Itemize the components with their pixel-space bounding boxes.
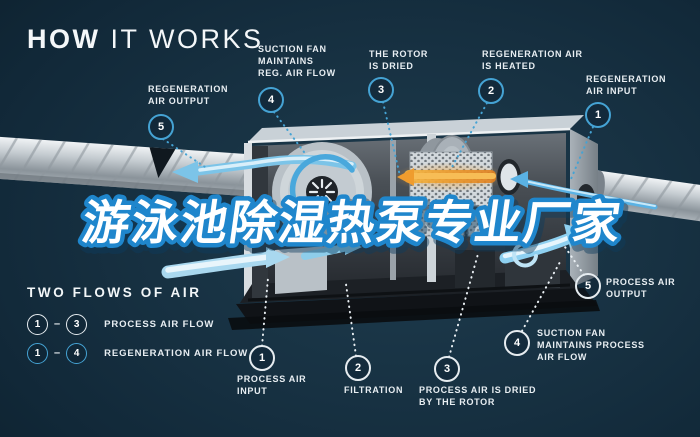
badge-regeneration-5: 5 — [148, 114, 174, 140]
title-bold-part: HOW — [27, 24, 101, 54]
badge-number: 1 — [594, 109, 602, 121]
legend-circle-to: 4 — [66, 342, 88, 364]
badge-process-5: 5 — [575, 273, 601, 299]
badge-process-1: 1 — [249, 345, 275, 371]
legend-circle-to: 3 — [66, 313, 88, 335]
machine-base — [228, 283, 600, 330]
callout-label-regeneration-air-input: REGENERATION AIR INPUT — [586, 74, 667, 96]
legend-row-process: 1 – 3 PROCESS AIR FLOW — [27, 313, 248, 335]
legend-two-flows-of-air: TWO FLOWS OF AIR 1 – 3 PROCESS AIR FLOW … — [27, 285, 248, 372]
title-light-part: IT WORKS — [100, 24, 264, 54]
legend-label-process-air-flow: PROCESS AIR FLOW — [104, 318, 215, 330]
callout-label-process-air-input: PROCESS AIR INPUT — [237, 374, 307, 396]
badge-number: 5 — [584, 280, 592, 292]
badge-number: 1 — [258, 352, 266, 364]
badge-number: 3 — [443, 363, 451, 375]
badge-process-2: 2 — [345, 355, 371, 381]
badge-process-4: 4 — [504, 330, 530, 356]
callout-label-filtration: FILTRATION — [344, 385, 404, 395]
legend-separator: – — [54, 347, 61, 359]
badge-number: 4 — [513, 337, 521, 349]
page-title: HOW IT WORKS — [27, 24, 264, 55]
badge-number: 2 — [487, 85, 495, 97]
badge-regeneration-4: 4 — [258, 87, 284, 113]
legend-heading: TWO FLOWS OF AIR — [27, 285, 202, 300]
badge-number: 3 — [377, 84, 385, 96]
heater-section — [392, 162, 508, 192]
badge-regeneration-3: 3 — [368, 77, 394, 103]
badge-number: 2 — [354, 362, 362, 374]
legend-circle-from: 1 — [27, 342, 48, 364]
legend-row-regeneration: 1 – 4 REGENERATION AIR FLOW — [27, 342, 249, 364]
badge-regeneration-1: 1 — [585, 102, 611, 128]
legend-separator: – — [54, 318, 61, 330]
callout-label-rotor-is-dried: THE ROTOR IS DRIED — [369, 49, 429, 71]
callout-label-suction-fan-reg: SUCTION FAN MAINTAINS REG. AIR FLOW — [258, 44, 336, 78]
process-leader-lines — [261, 246, 585, 358]
regeneration-flow-arrows — [172, 154, 658, 226]
badge-process-3: 3 — [434, 356, 460, 382]
callout-label-process-air-output: PROCESS AIR OUTPUT — [606, 277, 676, 299]
legend-circle-from: 1 — [27, 313, 48, 335]
badge-regeneration-2: 2 — [478, 78, 504, 104]
process-flow-arrows — [161, 224, 592, 279]
regeneration-leader-lines — [162, 101, 594, 180]
callout-label-regeneration-air-heated: REGENERATION AIR IS HEATED — [482, 49, 583, 71]
left-regeneration-output-duct — [0, 136, 256, 197]
callout-label-suction-fan-process: SUCTION FAN MAINTAINS PROCESS AIR FLOW — [537, 328, 645, 362]
callout-label-regeneration-air-output: REGENERATION AIR OUTPUT — [148, 84, 229, 106]
legend-label-regeneration-air-flow: REGENERATION AIR FLOW — [104, 347, 249, 359]
badge-number: 5 — [157, 121, 165, 133]
badge-number: 4 — [267, 94, 275, 106]
callout-label-process-air-dried: PROCESS AIR IS DRIED BY THE ROTOR — [419, 385, 537, 407]
